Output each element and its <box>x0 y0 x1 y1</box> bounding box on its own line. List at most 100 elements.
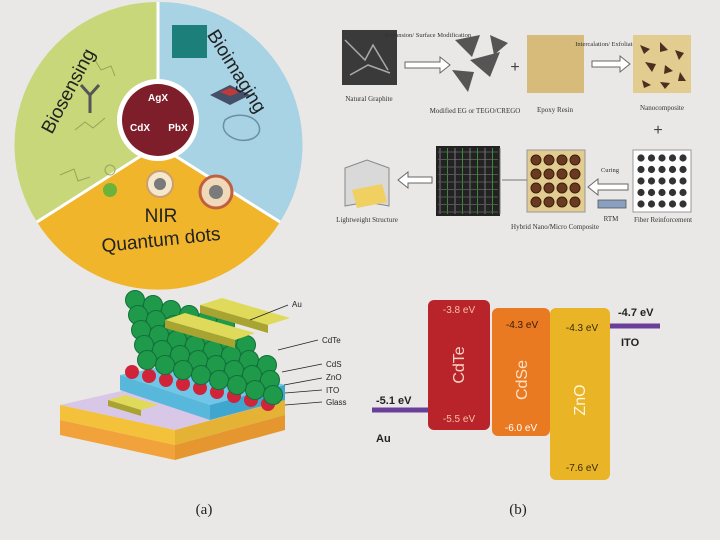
fiber-dot <box>647 177 656 185</box>
cdse-name: CdSe <box>514 360 531 400</box>
fiber-dot <box>679 177 687 185</box>
fiber-dot <box>647 188 656 197</box>
cdte-bead <box>173 360 193 380</box>
leader-lines <box>249 304 323 406</box>
caption-b: (b) <box>509 502 527 518</box>
fiber-dot <box>647 154 656 162</box>
caption-a: (a) <box>196 502 213 518</box>
hybrid-dots <box>530 154 581 208</box>
quantum-dot-icon <box>103 183 117 197</box>
modified-eg-icon <box>452 35 508 92</box>
cdte-bead <box>263 385 283 405</box>
fiber-dot <box>658 188 666 197</box>
hybrid-dot <box>530 154 542 166</box>
fiber-mesh-image <box>436 146 500 216</box>
fiber-dot <box>647 200 656 208</box>
hybrid-dot <box>556 154 568 166</box>
plus-sign: + <box>510 59 519 76</box>
fiber-dot <box>637 165 645 174</box>
zno-vb: -7.6 eV <box>566 463 599 474</box>
zno-cb: -4.3 eV <box>566 323 599 334</box>
fiber-dot <box>658 154 666 162</box>
au-contact <box>165 313 255 340</box>
fiber-dot <box>679 165 687 174</box>
fiber-dot <box>668 177 677 185</box>
fiber-dot <box>637 154 645 162</box>
hybrid-dot <box>543 196 555 208</box>
cdte-band <box>428 300 490 430</box>
process-arrow <box>397 170 433 190</box>
fiber-dot <box>668 200 677 208</box>
label-zno: ZnO <box>326 373 342 382</box>
application-wheel: AgX CdX PbX Biosensing Bioimaging NIR Qu… <box>14 1 303 290</box>
cdte-bead <box>227 375 247 395</box>
fiber-dot <box>658 200 666 208</box>
cdse-vb: -6.0 eV <box>505 423 538 434</box>
quantum-dot-core-icon <box>154 178 166 190</box>
cdte-bead <box>155 355 175 375</box>
glass-layer-front <box>60 405 175 445</box>
label-glass: Glass <box>326 398 346 407</box>
cdte-bead <box>137 350 157 370</box>
structure-highlight <box>352 184 387 208</box>
fiber-dot <box>637 188 645 197</box>
bioimaging-cell-core <box>220 88 240 96</box>
au-energy: -5.1 eV <box>376 395 412 407</box>
cdte-bead <box>209 370 229 390</box>
cdte-bead <box>191 365 211 385</box>
device-stack-diagram: Au CdTe CdS ZnO ITO Glass (a) <box>60 290 346 518</box>
hybrid-dot <box>569 182 581 194</box>
process-arrow <box>404 55 451 75</box>
au-contact-side <box>108 400 141 416</box>
label-intercalation: Intercalation/ Exfoliation <box>575 41 641 48</box>
cdse-cb: -4.3 eV <box>506 320 539 331</box>
fiber-dot <box>668 154 677 162</box>
label-nanocomposite: Nanocomposite <box>640 104 684 112</box>
label-rtm: RTM <box>604 215 620 223</box>
glass-layer-side <box>175 400 285 445</box>
biosensing-illustration <box>59 59 116 182</box>
label-curing: Curing <box>601 167 620 174</box>
label-expansion: Expansion/ Surface Modification <box>385 32 472 39</box>
au-contact <box>108 395 158 410</box>
hybrid-dot <box>569 168 581 180</box>
label-hybrid: Hybrid Nano/Micro Composite <box>511 223 599 231</box>
hybrid-dot <box>556 196 568 208</box>
cdte-name: CdTe <box>451 346 468 383</box>
epoxy-resin-image <box>527 35 584 93</box>
fiber-dot <box>679 154 687 162</box>
quantum-dot-core-icon <box>209 185 223 199</box>
mouse-icon <box>222 114 261 142</box>
fiber-dot <box>637 200 645 208</box>
fiber-dot <box>679 200 687 208</box>
rtm-tool-icon <box>597 199 627 209</box>
label-ito: ITO <box>326 386 339 395</box>
graphite-texture <box>344 39 391 76</box>
hybrid-dot <box>569 154 581 166</box>
hybrid-dot <box>543 182 555 194</box>
wheel-divider <box>36 143 159 224</box>
antibody-icon <box>79 83 101 113</box>
hybrid-dot <box>556 182 568 194</box>
fiber-dot <box>658 165 666 174</box>
hybrid-dot <box>556 168 568 180</box>
au-contact-side <box>165 320 235 348</box>
cds-bead <box>142 369 156 383</box>
cds-bead <box>176 377 190 391</box>
plus-sign: + <box>653 122 662 139</box>
cdte-bead <box>245 380 265 400</box>
hybrid-dot <box>530 196 542 208</box>
fiber-dot <box>668 188 677 197</box>
label-fiber: Fiber Reinforcement <box>634 216 692 224</box>
band-diagram: -5.1 eV Au -4.7 eV ITO -3.8 eV -5.5 eV C… <box>372 300 660 518</box>
label-nir: NIR <box>145 206 178 227</box>
nanocomposite-texture <box>640 42 686 89</box>
au-contact <box>200 298 290 325</box>
label-natural-graphite: Natural Graphite <box>345 95 392 103</box>
label-cds: CdS <box>326 360 342 369</box>
center-label-cdx: CdX <box>130 123 150 134</box>
cdte-cb: -3.8 eV <box>443 305 476 316</box>
label-au: Au <box>292 300 302 309</box>
label-modified-eg: Modified EG or TEGO/CREGO <box>430 107 521 115</box>
fiber-dot <box>647 165 656 174</box>
